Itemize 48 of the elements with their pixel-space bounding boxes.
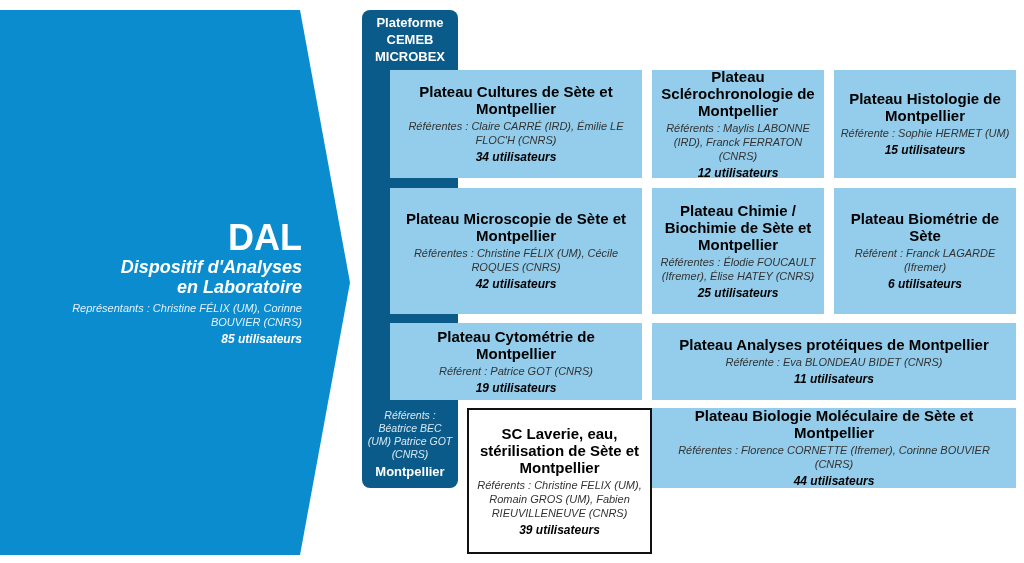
location-label: Montpellier [375, 464, 445, 480]
plateau-title: Plateau Chimie / Biochimie de Sète et Montpellier [663, 201, 813, 253]
user-count: 6 utilisateurs [888, 277, 962, 292]
referents-text: Référentes : Christine FÉLIX (UM), Cécile ROQUES (CNRS) [412, 246, 620, 274]
referents-text: Référent : Franck LAGARDE (Ifremer) [853, 246, 997, 274]
user-count: 39 utilisateurs [519, 522, 600, 538]
platform-title: Plateforme CEMEB MICROBEX [373, 14, 447, 65]
plateau-card [834, 70, 1016, 178]
user-count: 25 utilisateurs [697, 285, 779, 301]
referents-text: Référentes : Claire CARRÉ (IRD), Émilie LE FLOC'H (CNRS) [407, 119, 625, 147]
plateau-card [652, 408, 1016, 488]
user-count: 42 utilisateurs [475, 277, 557, 292]
plateau-card [390, 323, 642, 400]
referents-text: Référent : Patrice GOT (CNRS) [438, 363, 593, 378]
plateau-title: Plateau Histologie de Montpellier [848, 90, 1002, 124]
plateau-title: Plateau Biométrie de Sète [849, 210, 1001, 244]
referents-text: Référents : Christine FELIX (UM), Romain GROS (UM), Fabien RIEUVILLENEUVE (CNRS) [476, 477, 643, 520]
service-title: SC Laverie, eau, stérilisation de Sète et Montpellier [478, 424, 641, 476]
service-card [467, 408, 652, 554]
referents-text: Référentes : Florence CORNETTE (Ifremer), Corinne BOUVIER (CNRS) [677, 443, 991, 471]
plateau-title: Plateau Sclérochronologie de Montpellier [660, 67, 816, 119]
chevron-banner [0, 10, 350, 555]
plateau-card [390, 70, 642, 178]
user-count: 12 utilisateurs [697, 165, 779, 181]
subtitle: Dispositif d'Analyses en Laboratoire [119, 256, 302, 297]
acronym-heading: DAL [228, 218, 302, 257]
plateau-card [834, 188, 1016, 314]
user-count: 85 utilisateurs [221, 331, 302, 347]
user-count: 44 utilisateurs [793, 474, 875, 489]
plateau-card [390, 188, 642, 314]
referents-text: Référentes : Élodie FOUCAULT (Ifremer), Élise HATEY (CNRS) [659, 254, 817, 283]
user-count: 34 utilisateurs [475, 150, 557, 165]
plateau-title: Plateau Microscopie de Sète et Montpellier [404, 210, 628, 244]
referents-text: Référente : Eva BLONDEAU BIDET (CNRS) [725, 355, 943, 369]
user-count: 19 utilisateurs [475, 380, 557, 396]
representatives-text: Représentants : Christine FÉLIX (UM), Corinne BOUVIER (CNRS) [71, 300, 302, 329]
plateau-title: Plateau Biologie Moléculaire de Sète et Montpellier [693, 407, 975, 441]
user-count: 11 utilisateurs [794, 372, 874, 387]
plateau-card [652, 188, 824, 314]
referents-text: Référente : Sophie HERMET (UM) [840, 126, 1010, 140]
plateau-title: Plateau Analyses protéiques de Montpellier [679, 336, 989, 353]
referents-text: Référents : Maylis LABONNE (IRD), Franck FERRATON (CNRS) [665, 120, 811, 163]
referents-text: Référents : Béatrice BEC (UM) Patrice GOT (CNRS) [366, 409, 454, 461]
plateau-title: Plateau Cytométrie de Montpellier [436, 327, 596, 362]
user-count: 15 utilisateurs [884, 143, 966, 158]
plateau-title: Plateau Cultures de Sète et Montpellier [418, 83, 614, 117]
plateau-card [652, 70, 824, 178]
plateau-card [652, 323, 1016, 400]
